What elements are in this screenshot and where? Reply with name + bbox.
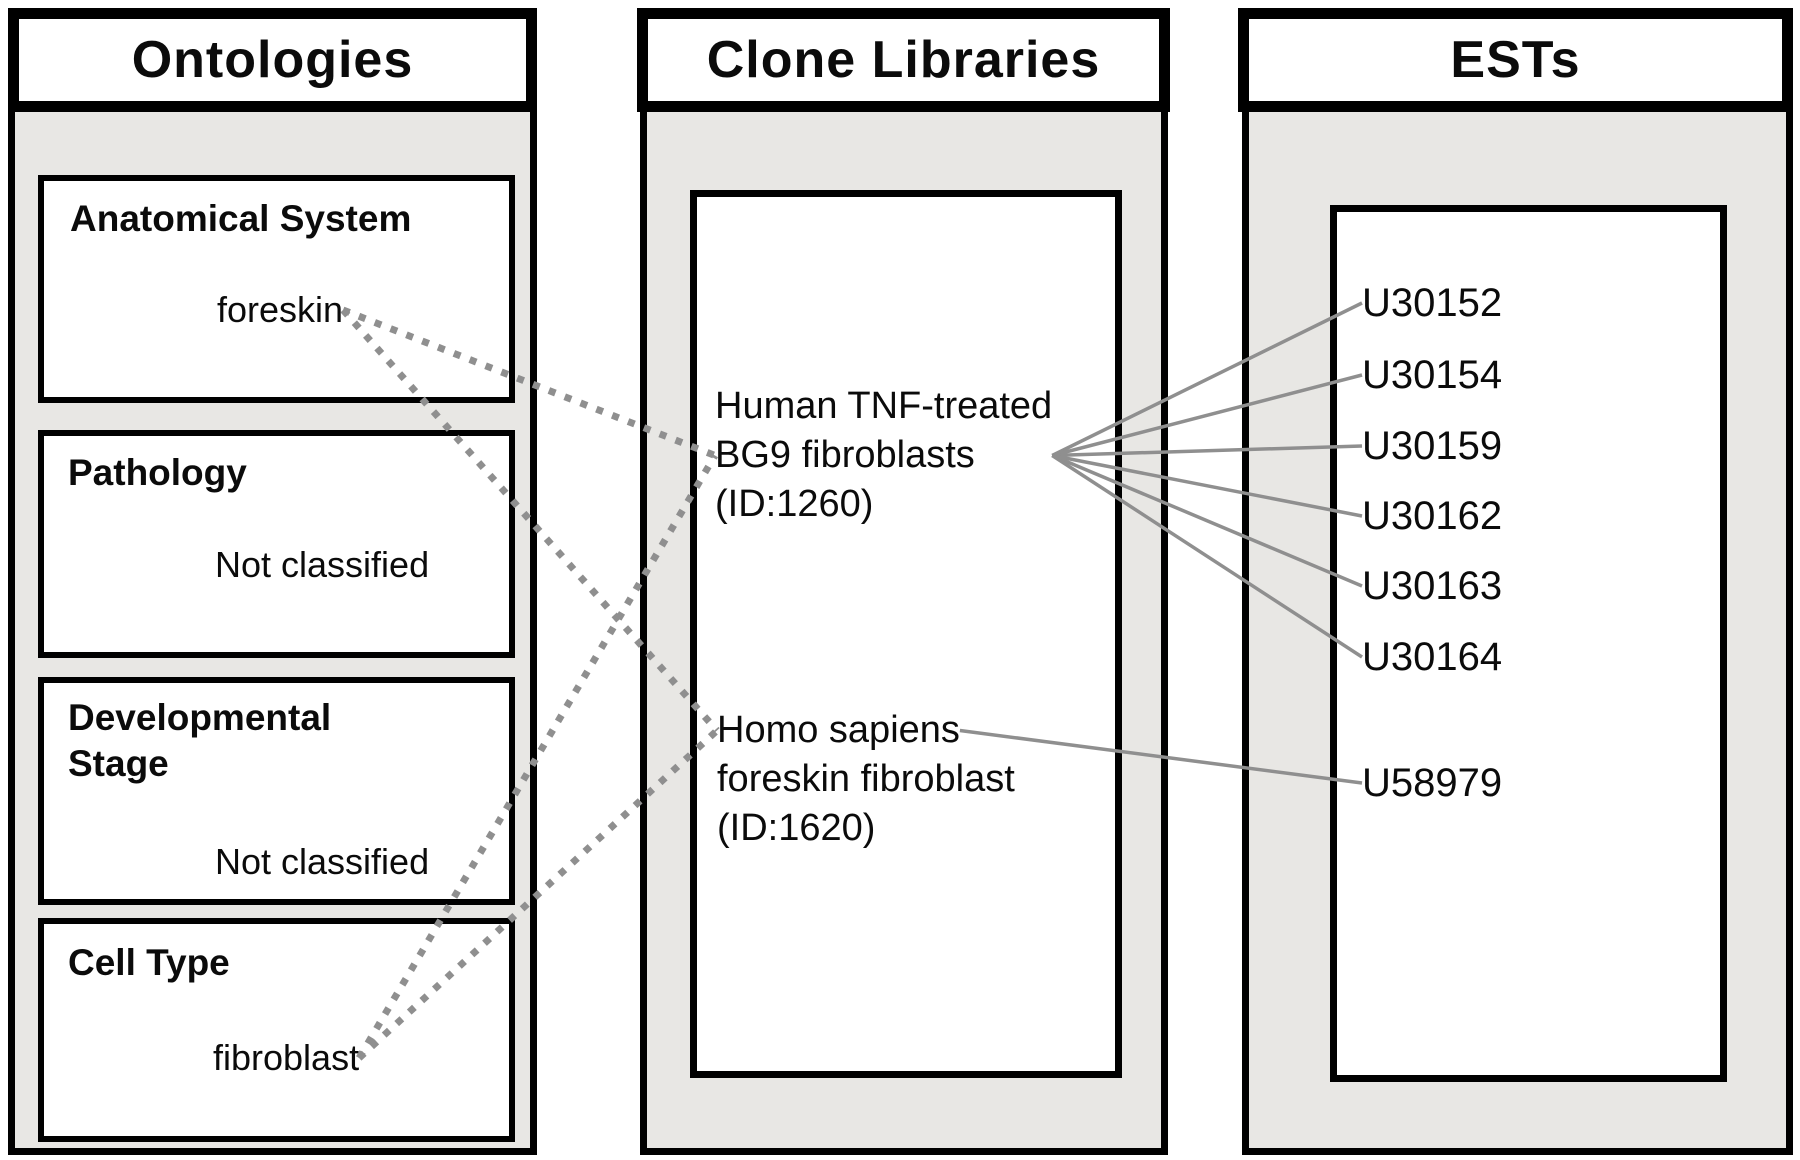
library-1620-name-line1: Homo sapiens: [717, 709, 960, 751]
developmental-stage-label: Developmental Stage: [68, 697, 332, 784]
library-1260-id: (ID:1260): [715, 483, 874, 525]
ontology-term-foreskin: foreskin: [217, 289, 344, 330]
ontologies-header: Ontologies: [8, 8, 537, 112]
est-item: U30164: [1362, 635, 1503, 679]
clone-libraries-box: [690, 190, 1122, 1078]
library-1620-name-line2: foreskin fibroblast: [717, 758, 1015, 800]
ontology-term-fibroblast: fibroblast: [213, 1037, 360, 1078]
est-item: U58979: [1362, 761, 1503, 805]
cell-type-label: Cell Type: [68, 942, 230, 983]
anatomical-system-label: Anatomical System: [70, 198, 412, 239]
est-item: U30159: [1362, 424, 1503, 468]
pathology-label: Pathology: [68, 452, 247, 493]
library-1260-name-line2: BG9 fibroblasts: [715, 434, 975, 476]
library-1620-id: (ID:1620): [717, 807, 876, 849]
developmental-stage-value: Not classified: [215, 841, 430, 882]
ests-box: [1330, 205, 1727, 1082]
library-entry-1260: Human TNF-treated BG9 fibroblasts (ID:12…: [715, 382, 1052, 529]
library-entry-1620: Homo sapiens foreskin fibroblast (ID:162…: [717, 706, 1015, 853]
est-item: U30162: [1362, 494, 1503, 538]
ests-header: ESTs: [1238, 8, 1793, 112]
est-item: U30154: [1362, 353, 1503, 397]
est-item: U30152: [1362, 281, 1503, 325]
est-item: U30163: [1362, 564, 1503, 608]
clone-libraries-header: Clone Libraries: [637, 8, 1170, 112]
library-1260-name-line1: Human TNF-treated: [715, 385, 1053, 427]
pathology-value: Not classified: [215, 544, 430, 585]
